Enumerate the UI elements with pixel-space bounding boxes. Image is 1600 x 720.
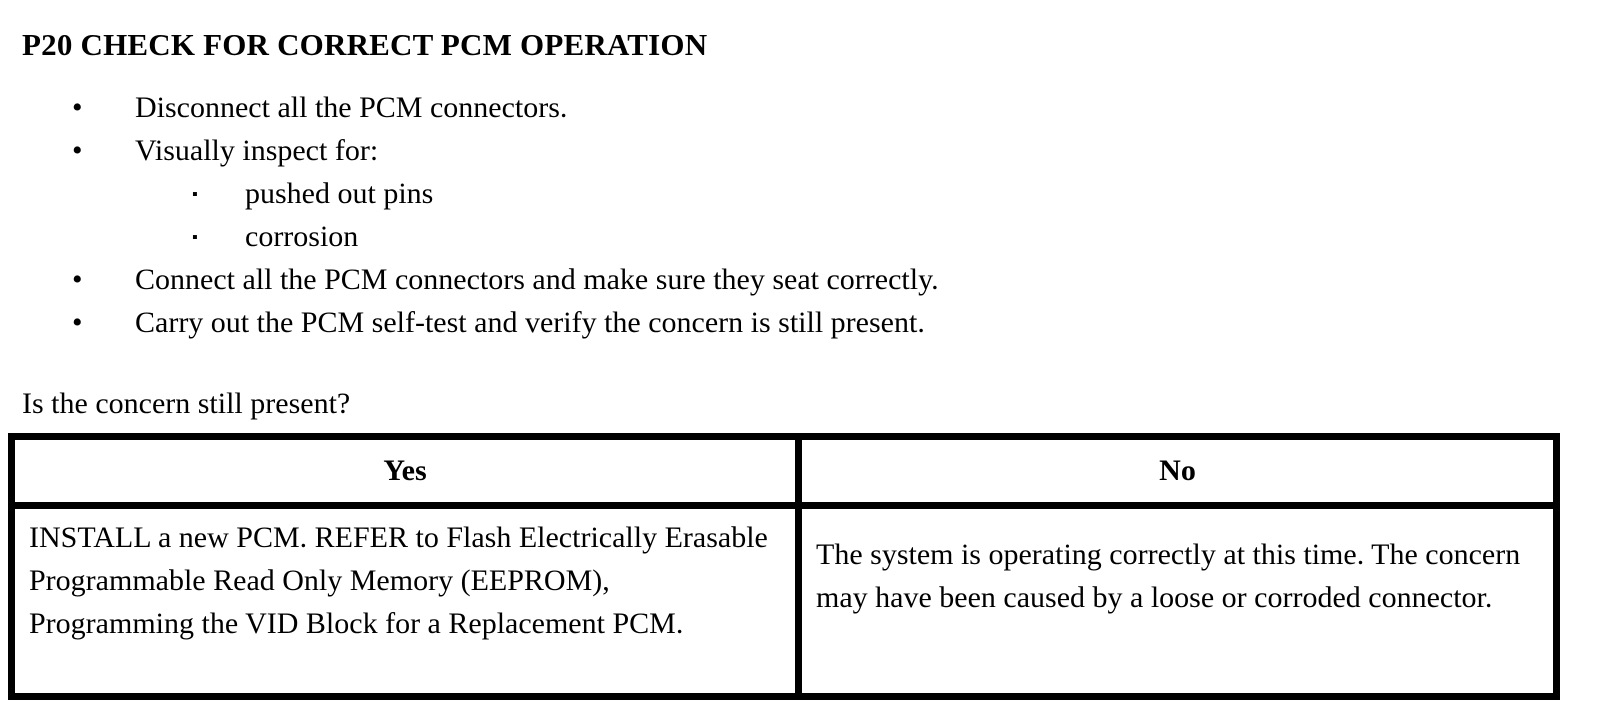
list-item-label: Disconnect all the PCM connectors. xyxy=(135,91,568,124)
list-item-label: Carry out the PCM self-test and verify t… xyxy=(135,306,925,339)
bullet-square-icon: ▪ xyxy=(192,186,198,203)
table-cell-no: The system is operating correctly at thi… xyxy=(795,502,1560,700)
list-item-label: Connect all the PCM connectors and make … xyxy=(135,263,939,296)
list-item: ▪ corrosion xyxy=(0,215,1560,258)
list-item-label: Visually inspect for: xyxy=(135,134,379,167)
bullet-dot-icon: • xyxy=(72,134,83,167)
list-item: ▪ pushed out pins xyxy=(0,172,1560,215)
decision-table: Yes No INSTALL a new PCM. REFER to Flash… xyxy=(8,433,1560,700)
procedure-step-list: • Disconnect all the PCM connectors. • V… xyxy=(0,86,1560,344)
bullet-dot-icon: • xyxy=(72,306,83,339)
list-item-label: pushed out pins xyxy=(245,177,434,210)
list-item: • Visually inspect for: xyxy=(0,129,1560,172)
bullet-dot-icon: • xyxy=(72,91,83,124)
table-cell-yes-text: INSTALL a new PCM. REFER to Flash Electr… xyxy=(29,521,768,640)
table-row: INSTALL a new PCM. REFER to Flash Electr… xyxy=(8,502,1560,700)
table-header-no: No xyxy=(795,433,1560,509)
table-cell-yes: INSTALL a new PCM. REFER to Flash Electr… xyxy=(8,502,802,700)
page-title: P20 CHECK FOR CORRECT PCM OPERATION xyxy=(22,26,708,62)
list-item: • Connect all the PCM connectors and mak… xyxy=(0,258,1560,301)
list-item-label: corrosion xyxy=(245,220,359,253)
list-item: • Disconnect all the PCM connectors. xyxy=(0,86,1560,129)
table-header-yes: Yes xyxy=(8,433,802,509)
table-cell-no-text: The system is operating correctly at thi… xyxy=(816,538,1521,614)
list-item: • Carry out the PCM self-test and verify… xyxy=(0,301,1560,344)
bullet-square-icon: ▪ xyxy=(192,229,198,246)
bullet-dot-icon: • xyxy=(72,263,83,296)
decision-question: Is the concern still present? xyxy=(22,387,351,420)
table-header-row: Yes No xyxy=(8,433,1560,509)
